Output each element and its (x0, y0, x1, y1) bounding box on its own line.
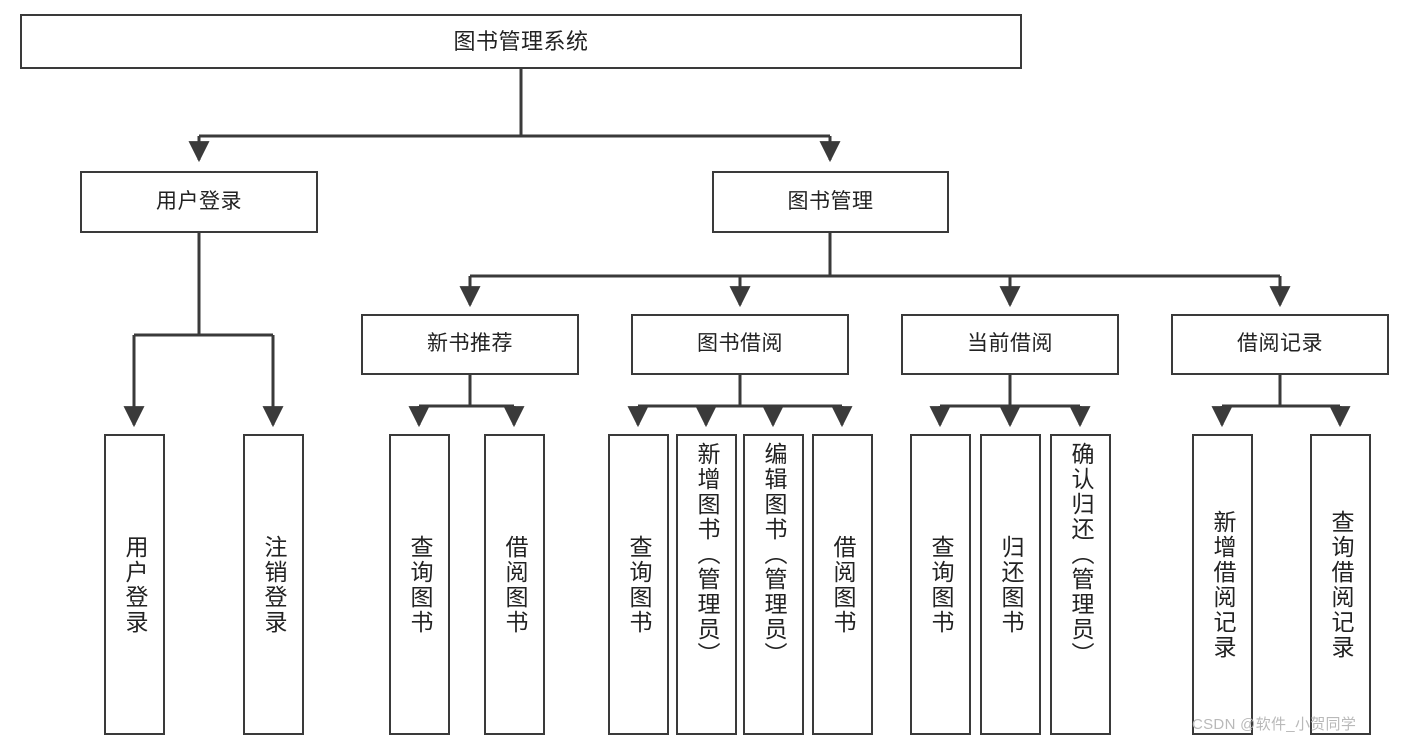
node-label: 注销登录 (261, 534, 287, 635)
leaf-confirm-return-admin[interactable]: 确认归还（管理员） (1050, 434, 1111, 735)
node-borrow-record[interactable]: 借阅记录 (1171, 314, 1389, 375)
node-label: 新书推荐 (427, 332, 513, 356)
node-label: 借阅记录 (1237, 332, 1323, 356)
leaf-add-borrow-record[interactable]: 新增借阅记录 (1192, 434, 1253, 735)
node-label: 用户登录 (122, 534, 148, 635)
leaf-borrow-book[interactable]: 借阅图书 (812, 434, 873, 735)
node-book-management[interactable]: 图书管理 (712, 171, 949, 233)
watermark-text: CSDN @软件_小贺同学 (1192, 716, 1357, 733)
node-label: 当前借阅 (967, 332, 1053, 356)
node-label: 借阅图书 (502, 534, 528, 635)
node-label: 用户登录 (156, 189, 242, 213)
node-label: 归还图书 (998, 534, 1024, 635)
leaf-query-book-borrow[interactable]: 查询图书 (608, 434, 669, 735)
node-label: 图书借阅 (697, 332, 783, 356)
node-label: 新增图书（管理员） (694, 442, 720, 667)
node-label: 图书管理 (787, 189, 874, 213)
leaf-query-borrow-record[interactable]: 查询借阅记录 (1310, 434, 1371, 735)
leaf-borrow-book-recommend[interactable]: 借阅图书 (484, 434, 545, 735)
leaf-query-book-current[interactable]: 查询图书 (910, 434, 971, 735)
node-label: 查询图书 (407, 534, 433, 635)
node-book-borrow[interactable]: 图书借阅 (631, 314, 849, 375)
node-label: 查询借阅记录 (1328, 509, 1354, 660)
node-label: 查询图书 (626, 534, 652, 635)
node-label: 新增借阅记录 (1210, 509, 1236, 660)
leaf-user-logout[interactable]: 注销登录 (243, 434, 304, 735)
leaf-add-book-admin[interactable]: 新增图书（管理员） (676, 434, 737, 735)
node-label: 编辑图书（管理员） (761, 442, 787, 667)
leaf-query-book-recommend[interactable]: 查询图书 (389, 434, 450, 735)
node-new-book-recommend[interactable]: 新书推荐 (361, 314, 579, 375)
node-label: 查询图书 (928, 534, 954, 635)
leaf-edit-book-admin[interactable]: 编辑图书（管理员） (743, 434, 804, 735)
node-label: 图书管理系统 (453, 28, 589, 54)
node-label: 确认归还（管理员） (1068, 442, 1094, 667)
leaf-user-login[interactable]: 用户登录 (104, 434, 165, 735)
node-current-borrow[interactable]: 当前借阅 (901, 314, 1119, 375)
node-user-login[interactable]: 用户登录 (80, 171, 318, 233)
leaf-return-book[interactable]: 归还图书 (980, 434, 1041, 735)
node-label: 借阅图书 (830, 534, 856, 635)
node-root-system[interactable]: 图书管理系统 (20, 14, 1022, 69)
